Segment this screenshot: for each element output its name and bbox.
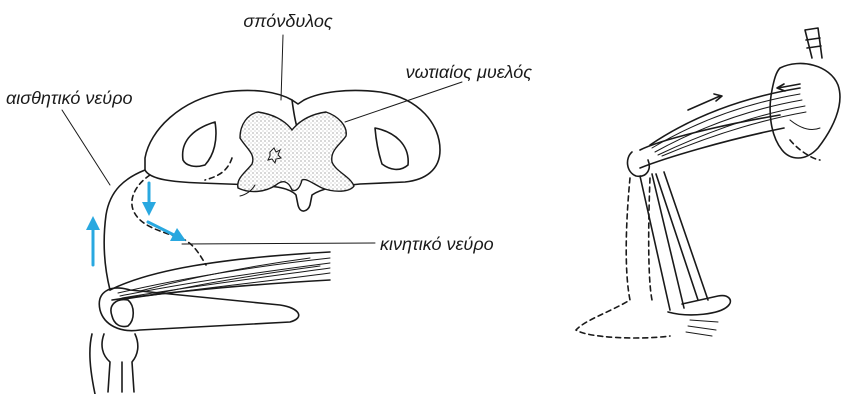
label-sensory-nerve: αισθητικό νεύρο [6, 88, 133, 108]
right-foramen [375, 128, 408, 169]
sensory-arrow-icon [86, 216, 100, 265]
label-motor-nerve: κινητικό νεύρο [380, 234, 494, 254]
sensory-nerve-path [104, 170, 145, 290]
leg-skeleton [576, 28, 840, 338]
motor-arrow-icon [148, 222, 186, 241]
leader-sensory-nerve [62, 110, 110, 185]
leader-vertebra [281, 35, 283, 100]
leader-motor-nerve [182, 243, 375, 244]
label-spinal-cord: νωτιαίος μυελός [406, 62, 533, 82]
left-foramen [183, 122, 216, 166]
knee-and-leg [90, 288, 299, 394]
dorsal-root [205, 158, 232, 180]
leader-spinal-cord [345, 82, 462, 122]
thigh-muscle [110, 252, 330, 300]
motor-nerve-path [132, 175, 206, 265]
down-arrow-icon [142, 183, 156, 216]
label-vertebra: σπόνδυλος [243, 11, 332, 31]
spinal-cord-section [145, 90, 440, 211]
